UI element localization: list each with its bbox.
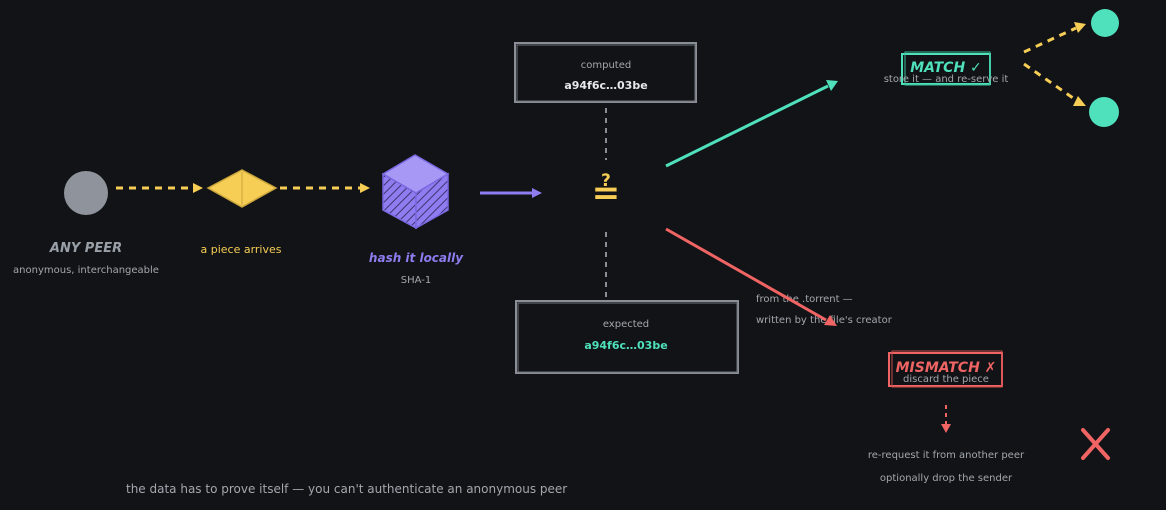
peer-circle-icon — [64, 171, 108, 215]
question-equals-icon: ≟ — [592, 173, 621, 213]
peer-subtitle: anonymous, interchangeable — [13, 265, 159, 276]
arrow-compare-to-mismatch — [665, 227, 837, 326]
arrow-match-to-peer-top — [1023, 22, 1086, 54]
hash-node: hash it locally SHA-1 — [369, 154, 464, 286]
footer-caption: the data has to prove itself — you can't… — [126, 482, 567, 496]
match-node: MATCH ✓ store it — and re-serve it — [884, 51, 1009, 86]
mismatch-subtitle: discard the piece — [903, 374, 989, 385]
any-peer-node: ANY PEER anonymous, interchangeable — [13, 171, 159, 276]
red-x-icon — [1081, 428, 1110, 460]
expected-label: expected — [603, 319, 649, 330]
arrow-compare-to-match — [665, 80, 838, 168]
arrow-mismatch-down — [941, 405, 951, 433]
piece-node: a piece arrives — [200, 169, 282, 256]
arrow-match-to-peer-bottom — [1023, 62, 1086, 106]
computed-value: a94f6c…03be — [564, 79, 647, 92]
peer-top-circle-icon — [1091, 9, 1119, 37]
expected-box: expected a94f6c…03be — [515, 300, 739, 374]
match-title: MATCH ✓ — [910, 60, 982, 76]
mismatch-node: MISMATCH ✗ discard the piece — [888, 350, 1003, 388]
peer-title: ANY PEER — [49, 241, 122, 256]
cube-icon — [381, 154, 450, 230]
arrow-peer-to-piece — [116, 183, 203, 193]
mismatch-title: MISMATCH ✗ — [896, 360, 997, 376]
mismatch-action2: optionally drop the sender — [880, 473, 1013, 484]
peer-bottom-circle-icon — [1089, 97, 1119, 127]
computed-label: computed — [581, 60, 631, 71]
arrow-piece-to-hash — [280, 183, 370, 193]
expected-value: a94f6c…03be — [584, 339, 667, 352]
source-note-line1: from the .torrent — — [756, 294, 853, 305]
match-subtitle: store it — and re-serve it — [884, 74, 1009, 85]
hash-subtitle: SHA-1 — [401, 275, 431, 286]
arrow-hash-to-compare — [480, 188, 542, 198]
mismatch-action1: re-request it from another peer — [868, 450, 1025, 461]
piece-label: a piece arrives — [200, 243, 281, 256]
hash-title: hash it locally — [369, 251, 464, 265]
computed-box: computed a94f6c…03be — [514, 42, 697, 103]
